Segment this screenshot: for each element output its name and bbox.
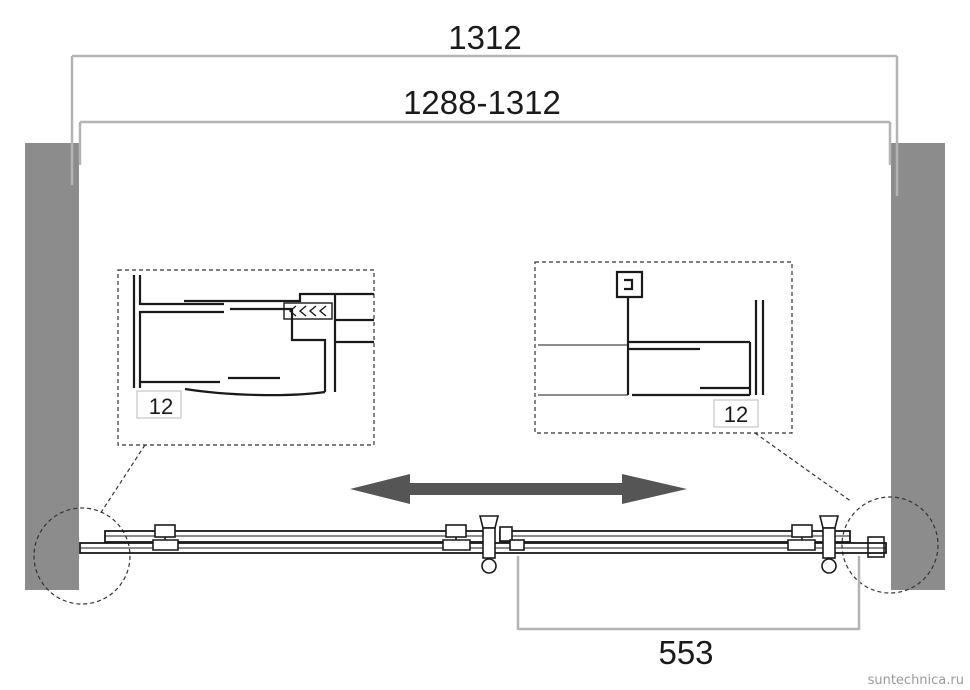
right-detail-view xyxy=(534,261,793,434)
left-wall xyxy=(25,143,79,590)
right-wall xyxy=(891,143,945,590)
overall-width-label: 1312 xyxy=(448,19,521,56)
overall-dimension-line xyxy=(70,54,899,196)
left-callout-circle xyxy=(33,507,131,605)
roller-right-1 xyxy=(787,524,816,551)
left-detail-view xyxy=(117,269,375,446)
adjustment-range-label: 1288-1312 xyxy=(403,84,561,121)
handle-right xyxy=(818,515,840,574)
right-gap-label: 12 xyxy=(724,402,748,427)
door-rollers xyxy=(152,515,840,574)
detail-leader-lines xyxy=(99,432,853,515)
door-offset-dimension-line xyxy=(516,556,861,631)
roller-left-2 xyxy=(442,524,471,551)
roller-left-1 xyxy=(152,524,179,551)
right-callout-circle xyxy=(841,496,939,594)
left-gap-label: 12 xyxy=(149,394,173,419)
handle-center xyxy=(478,515,525,574)
watermark: suntechnica.ru xyxy=(868,673,964,688)
sliding-direction-arrow xyxy=(350,474,687,504)
door-offset-label: 553 xyxy=(658,634,713,671)
adjustment-dimension-line xyxy=(78,120,892,165)
